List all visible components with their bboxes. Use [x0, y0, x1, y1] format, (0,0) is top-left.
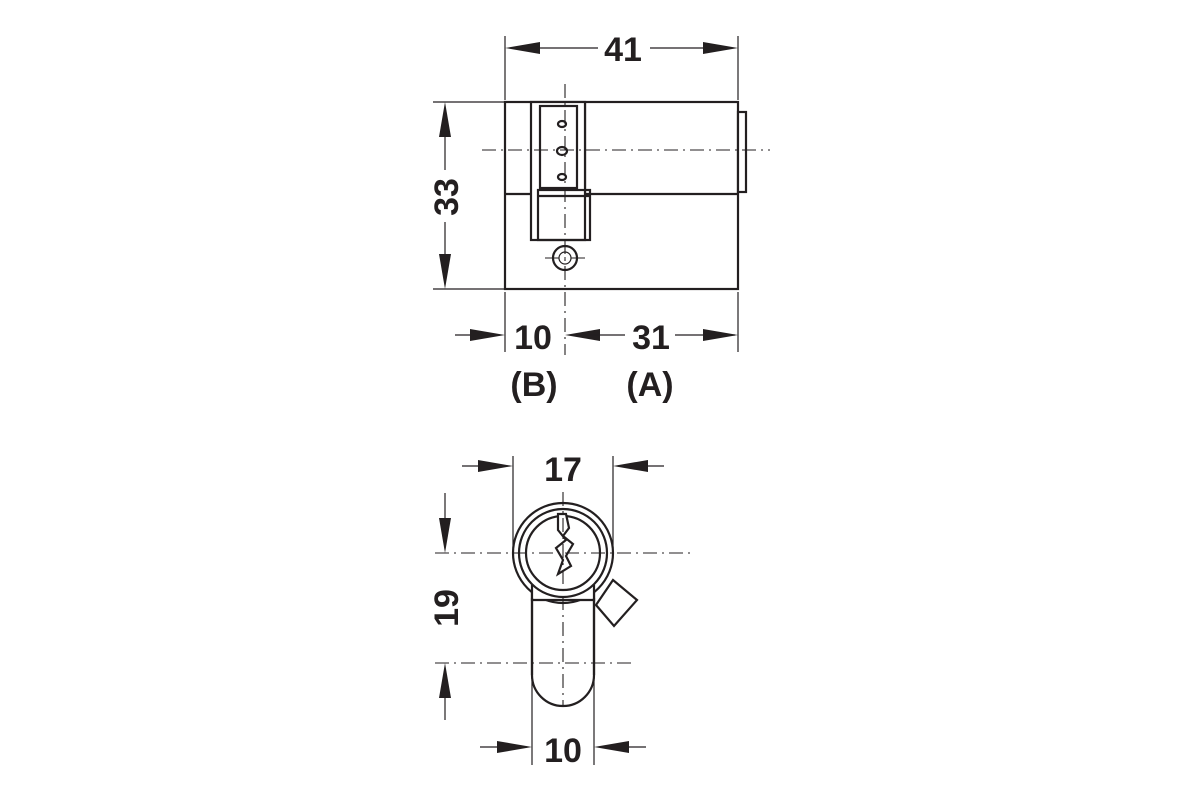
overall-length-label: 41	[604, 31, 642, 69]
dimension-sides: 10 31 (B) (A)	[455, 319, 738, 404]
dimension-overall-length: 41	[505, 31, 738, 69]
side-a-label: (A)	[626, 366, 673, 404]
side-b-label: (B)	[510, 366, 557, 404]
dimension-bottom-width: 10	[480, 732, 646, 770]
cylinder-front-profile	[511, 501, 639, 708]
diameter-label: 17	[544, 451, 582, 489]
side-view: 41 33 10 31 (B) (A)	[428, 31, 770, 404]
height-label: 33	[428, 178, 466, 216]
center-to-base-label: 19	[428, 589, 466, 627]
cylinder-side-body	[503, 100, 748, 291]
dimension-center-to-base: 19	[428, 493, 466, 720]
side-b-length-label: 10	[514, 319, 552, 357]
bottom-width-label: 10	[544, 732, 582, 770]
dimension-diameter: 17	[462, 451, 664, 489]
dimension-height: 33	[428, 102, 466, 289]
front-view: 17 19 10	[428, 451, 695, 770]
side-a-length-label: 31	[632, 319, 670, 357]
